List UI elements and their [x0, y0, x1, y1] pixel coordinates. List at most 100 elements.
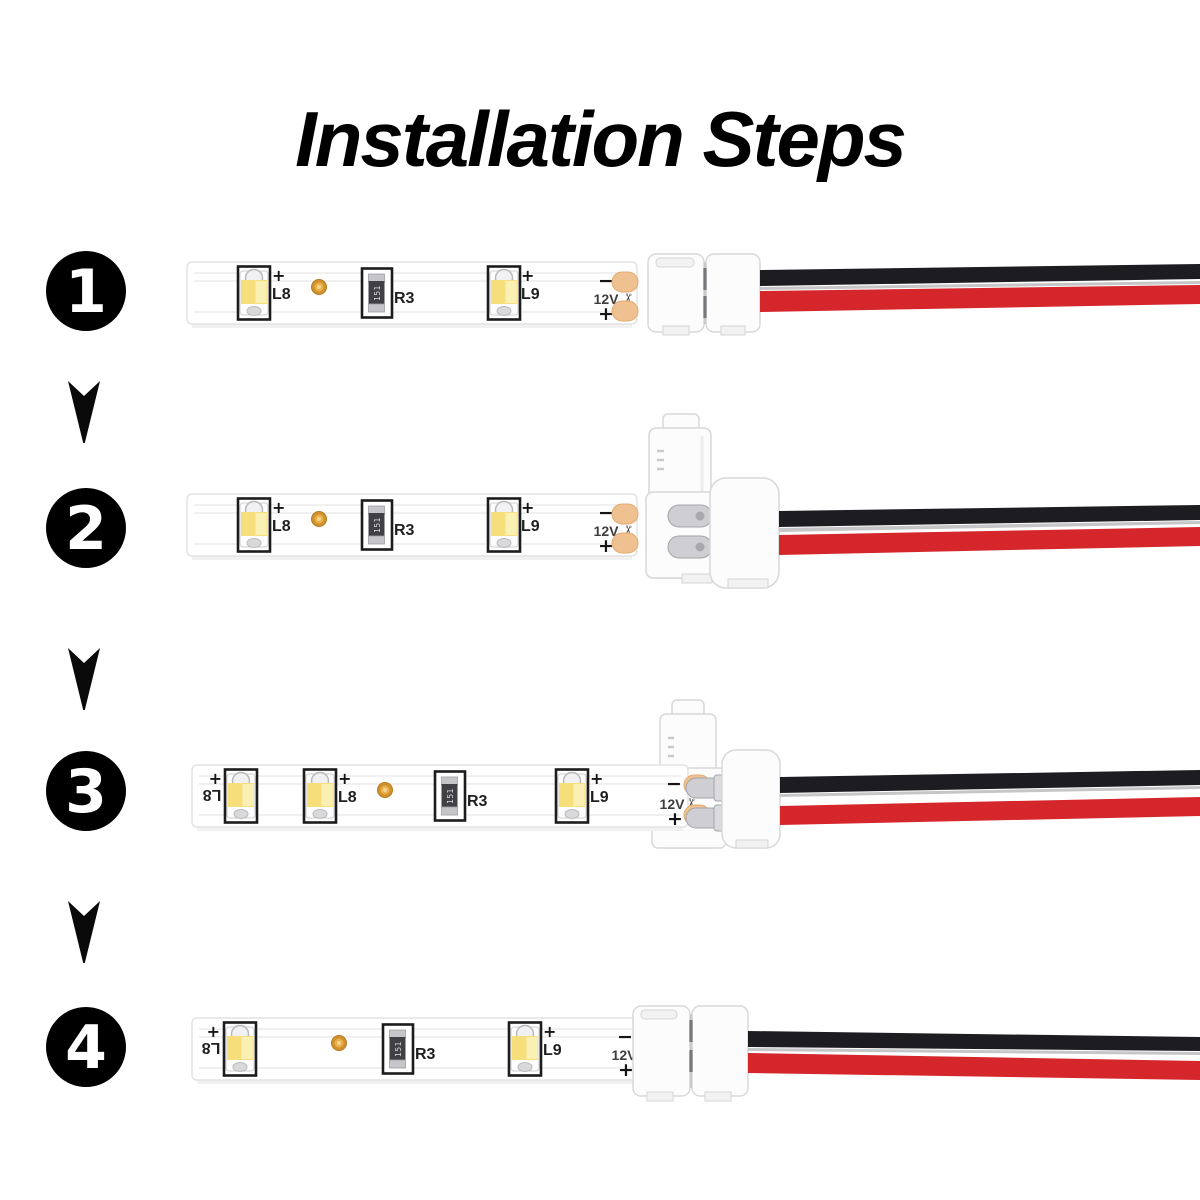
- solder-dot: [311, 511, 327, 527]
- led-strip: [186, 261, 638, 325]
- led-label: L9: [521, 518, 540, 535]
- step-2-number: 2: [65, 494, 107, 564]
- solder-dot: [377, 782, 393, 798]
- resistor-label: R3: [394, 290, 415, 307]
- led-module: [223, 768, 259, 824]
- pin-hole: [695, 542, 705, 552]
- resistor-label: R3: [467, 793, 488, 810]
- strip-ridges: [199, 1028, 640, 1069]
- polarity-plus-end: +: [667, 808, 683, 830]
- resistor-code: 151: [446, 788, 455, 804]
- pin-hole: [695, 511, 705, 521]
- connector-body-half: [705, 253, 761, 333]
- scissors-icon: ✂: [621, 524, 636, 535]
- step-4-badge: [46, 1007, 126, 1087]
- strip-shadow: [197, 827, 683, 831]
- wire-sheen: [779, 521, 1200, 532]
- led-module: [554, 768, 590, 824]
- connector-latch-slot: [655, 257, 695, 268]
- polarity-plus-end: +: [618, 1059, 634, 1081]
- voltage-label: 12V: [594, 291, 620, 307]
- polarity-plus: +: [207, 1022, 220, 1041]
- step-1-badge: [46, 251, 126, 331]
- red-wire: [780, 797, 1200, 825]
- connector-foot: [704, 1091, 732, 1102]
- page-title: Installation Steps: [295, 95, 907, 184]
- connector-closed-attached: [632, 1005, 749, 1102]
- connector-foot: [646, 1091, 674, 1102]
- led-module: [236, 265, 272, 321]
- copper-pad: [611, 532, 639, 554]
- connector-latch-slot: [640, 1009, 678, 1020]
- voltage-label: 12V: [612, 1047, 638, 1063]
- red-wire: [779, 527, 1200, 555]
- resistor-label: R3: [415, 1046, 436, 1063]
- step-4-row: 4 + L8 151 R3 + L9 − 12V +: [46, 1005, 1200, 1102]
- step-2-row: 2 + L8 151 R3 + L9 −: [46, 413, 1200, 589]
- black-wire: [760, 264, 1200, 286]
- black-wire: [779, 505, 1200, 527]
- led-strip: [186, 493, 638, 557]
- led-label-rotated: L8: [202, 1039, 221, 1056]
- down-arrow-icon: [68, 381, 100, 443]
- down-arrow-icon: [68, 648, 100, 710]
- led-label: L9: [543, 1042, 562, 1059]
- led-label-rotated: L8: [203, 786, 222, 803]
- led-label: L9: [521, 286, 540, 303]
- down-arrow-icon: [68, 901, 100, 963]
- solder-dot: [311, 279, 327, 295]
- led-label: L8: [272, 518, 291, 535]
- step-3-number: 3: [65, 757, 107, 827]
- black-wire: [780, 770, 1200, 793]
- red-wire: [760, 285, 1200, 312]
- step-1-number: 1: [65, 257, 107, 327]
- wire-sheen: [780, 786, 1200, 797]
- polarity-plus: +: [543, 1022, 556, 1041]
- black-wire: [748, 1031, 1200, 1051]
- resistor-code: 151: [373, 285, 382, 301]
- scissors-icon: ✂: [684, 797, 699, 808]
- voltage-label: 12V: [594, 523, 620, 539]
- polarity-plus: +: [521, 498, 534, 517]
- polarity-plus: +: [209, 769, 222, 788]
- connector-wire-body: [709, 477, 780, 589]
- polarity-plus-end: +: [598, 303, 614, 325]
- led-module: [236, 497, 272, 553]
- wire-sheen: [748, 1048, 1200, 1055]
- polarity-minus: −: [598, 502, 614, 524]
- led-module: [222, 1021, 258, 1077]
- red-wire: [748, 1053, 1200, 1080]
- polarity-minus: −: [617, 1026, 633, 1048]
- step-3-row: 3 + L8 + L8 151 R3 + L9 − 12V ✂ +: [46, 699, 1200, 849]
- connector-foot: [662, 325, 690, 336]
- resistor-label: R3: [394, 522, 415, 539]
- polarity-plus: +: [590, 769, 603, 788]
- connector-closed: [647, 253, 761, 336]
- copper-pad: [611, 503, 639, 525]
- voltage-label: 12V: [660, 796, 686, 812]
- strip-shadow: [192, 324, 632, 328]
- step-2-badge: [46, 488, 126, 568]
- led-label: L8: [272, 286, 291, 303]
- polarity-minus: −: [598, 270, 614, 292]
- led-module: [486, 497, 522, 553]
- polarity-plus: +: [272, 498, 285, 517]
- scissors-icon: ✂: [621, 292, 636, 303]
- led-module: [302, 768, 338, 824]
- led-module: [507, 1021, 543, 1077]
- connector-pin: [667, 504, 713, 528]
- polarity-plus: +: [272, 266, 285, 285]
- connector-lid-teeth: [668, 736, 674, 758]
- polarity-minus: −: [666, 773, 682, 795]
- connector-pins-on-pads: [685, 749, 781, 849]
- wire-sheen: [760, 281, 1200, 290]
- copper-pad: [611, 271, 639, 293]
- step-1-row: 1 + L8 151 R3 + L9 − 12V ✂ +: [46, 251, 1200, 336]
- led-module: [486, 265, 522, 321]
- connector-open: [645, 413, 780, 589]
- copper-pad: [611, 300, 639, 322]
- polarity-plus-end: +: [598, 535, 614, 557]
- connector-foot: [720, 325, 746, 336]
- connector-body-slot: [727, 578, 769, 589]
